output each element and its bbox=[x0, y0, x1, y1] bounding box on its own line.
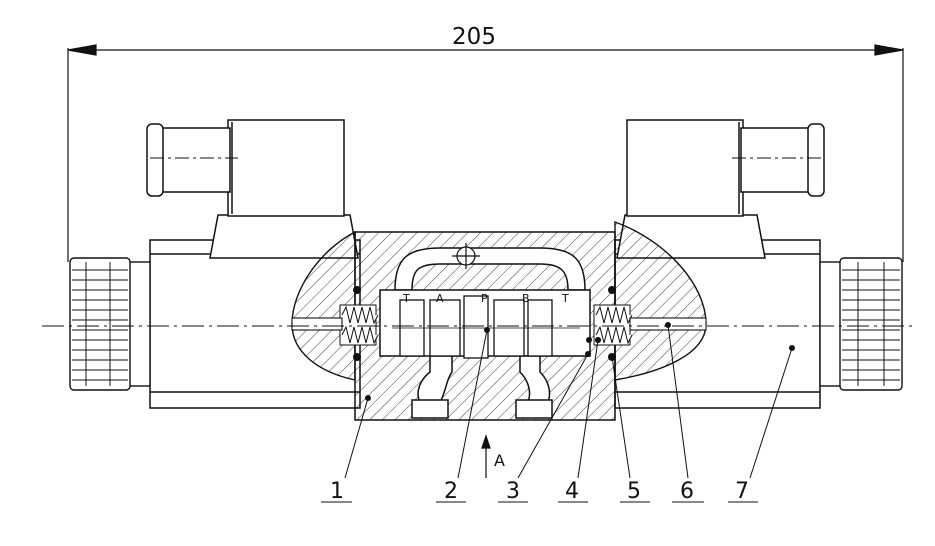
callout-1: 1 bbox=[330, 479, 344, 504]
left-manual-override-knob bbox=[69, 257, 151, 391]
view-label: A bbox=[494, 451, 505, 470]
spool bbox=[392, 295, 580, 359]
left-coil bbox=[146, 119, 359, 259]
leader-lines bbox=[321, 322, 795, 503]
port-label-p: P bbox=[481, 292, 488, 305]
plug-symbol bbox=[452, 243, 480, 269]
callout-3: 3 bbox=[506, 479, 520, 504]
view-arrow bbox=[481, 434, 491, 478]
overall-dimension bbox=[67, 44, 904, 262]
left-spring bbox=[339, 304, 379, 346]
dimension-label: 205 bbox=[452, 24, 496, 50]
callout-7: 7 bbox=[735, 479, 749, 504]
port-label-a: A bbox=[436, 292, 444, 305]
right-manual-override-knob bbox=[819, 257, 903, 391]
callout-4: 4 bbox=[565, 479, 579, 504]
port-label-t-left: T bbox=[402, 292, 410, 305]
right-coil bbox=[616, 119, 825, 259]
port-label-t-right: T bbox=[561, 292, 569, 305]
callout-5: 5 bbox=[627, 479, 641, 504]
port-label-b: B bbox=[522, 292, 530, 305]
callout-6: 6 bbox=[680, 479, 694, 504]
callout-2: 2 bbox=[444, 479, 458, 504]
